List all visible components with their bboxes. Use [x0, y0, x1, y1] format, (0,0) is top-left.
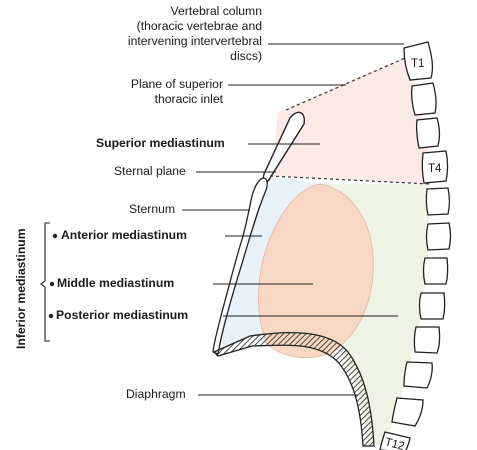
vertebra-t4-label: T4	[428, 163, 442, 175]
bullet-points	[48, 233, 58, 319]
label-sternum: Sternum	[129, 202, 176, 216]
label-vertebral-column: Vertebral column (thoracic vertebrae and…	[127, 4, 262, 63]
vertebra-t12-label: T12	[383, 436, 405, 450]
sternal-plane-line	[269, 175, 431, 185]
sternum-body	[212, 177, 268, 355]
diaphragm	[212, 331, 375, 447]
label-inferior-mediastinum: Inferior mediastinum	[14, 228, 28, 349]
label-sternal-plane: Sternal plane	[114, 164, 186, 178]
superior-thoracic-inlet-plane	[285, 54, 413, 111]
heart-middle-mediastinum	[258, 183, 374, 359]
label-posterior-mediastinum: Posterior mediastinum	[56, 308, 189, 322]
label-middle-mediastinum: Middle mediastinum	[57, 276, 175, 290]
inferior-mediastinum-bracket	[40, 222, 50, 342]
label-diaphragm: Diaphragm	[126, 387, 186, 401]
label-anterior-mediastinum: Anterior mediastinum	[61, 228, 187, 242]
vertebra-t1-label: T1	[411, 58, 424, 70]
label-superior-mediastinum: Superior mediastinum	[96, 136, 225, 150]
vertebral-column	[379, 41, 452, 450]
posterior-mediastinum-region	[320, 184, 430, 445]
leader-lines	[182, 43, 404, 396]
label-plane-superior-thoracic-inlet: Plane of superior thoracic inlet	[130, 77, 223, 106]
anterior-mediastinum-region	[214, 176, 320, 352]
superior-mediastinum-region	[272, 55, 430, 184]
